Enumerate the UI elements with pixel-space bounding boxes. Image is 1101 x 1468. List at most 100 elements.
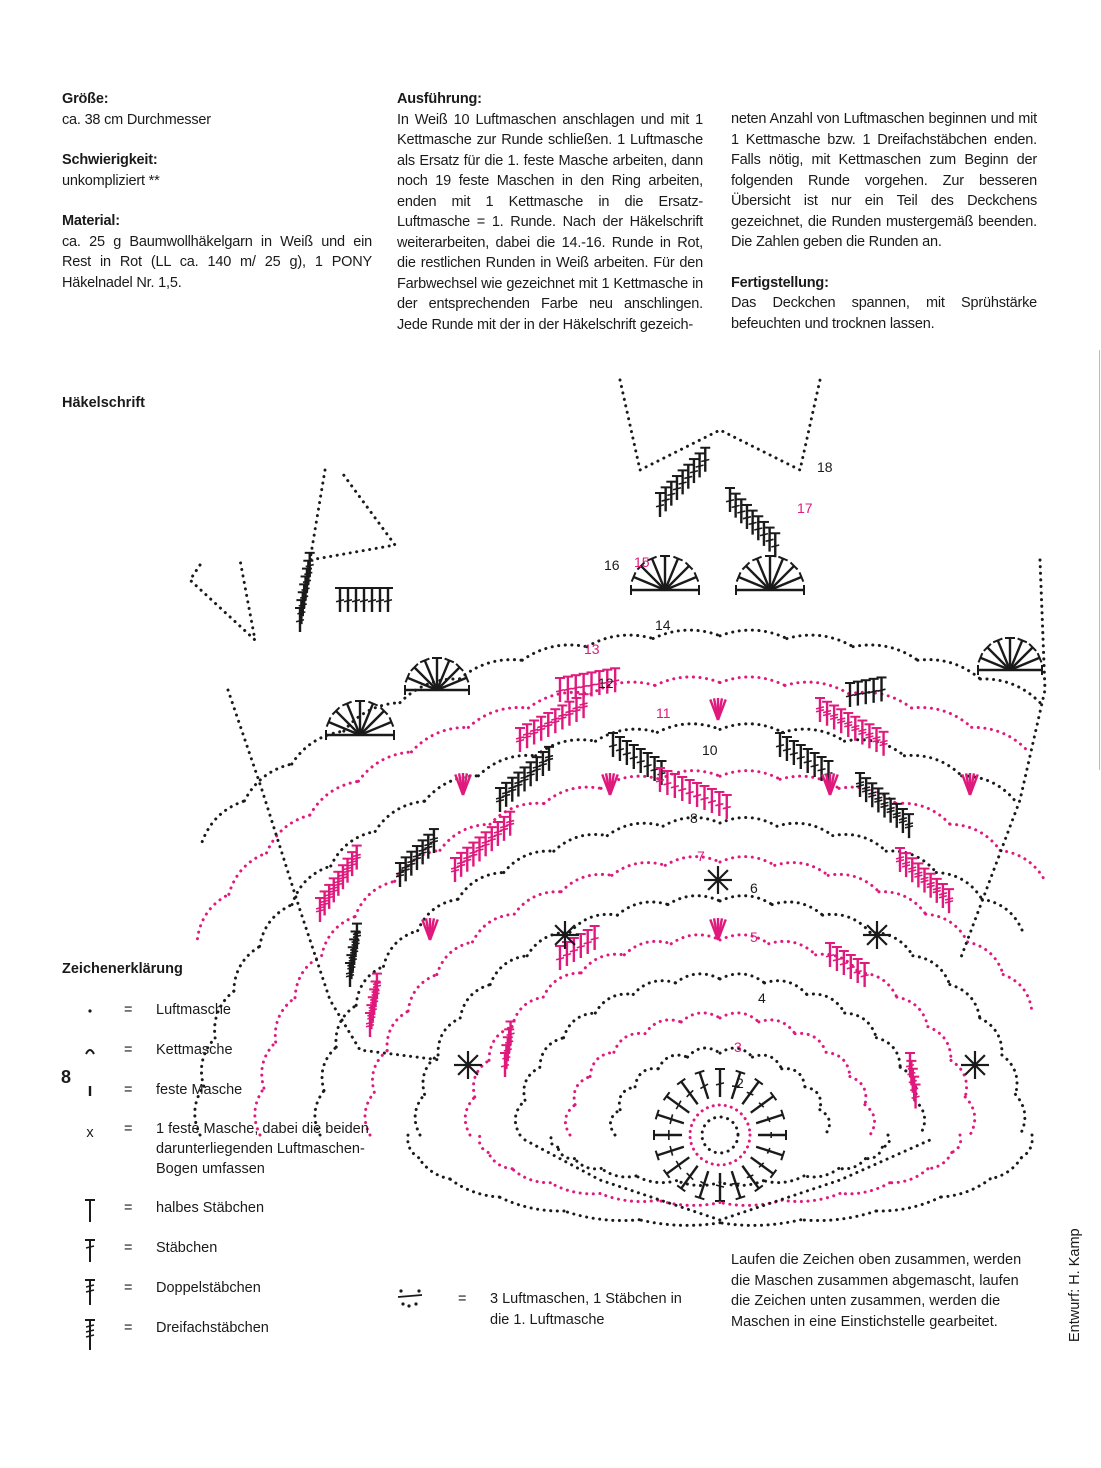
chain-loop <box>561 874 612 891</box>
chain-loop <box>759 1020 795 1034</box>
chain-loop <box>558 1147 575 1158</box>
chain-loop <box>769 941 816 954</box>
round-2-ring <box>690 1105 750 1165</box>
cluster-stitch <box>867 935 877 945</box>
chain-loop <box>777 823 833 835</box>
chain-loop <box>990 1158 1021 1179</box>
chain-loop <box>610 1110 620 1135</box>
stitch-bar <box>651 769 659 771</box>
round-number-label: 14 <box>655 617 671 633</box>
stitch-bar <box>573 710 581 712</box>
chain-loop <box>544 787 601 803</box>
stitch-bar <box>667 493 675 495</box>
stitch-bar <box>630 757 638 759</box>
chain-loop <box>913 956 950 985</box>
chain-loop <box>833 834 886 851</box>
chain-loop <box>554 834 607 851</box>
cluster-stitch <box>718 880 728 890</box>
stitch-bar <box>933 888 941 890</box>
chain-loop <box>720 771 780 780</box>
cluster-stitch <box>975 1055 985 1065</box>
chain-loop <box>775 863 828 876</box>
stitch-bar <box>715 804 723 806</box>
page-number: 8 <box>61 1067 71 1088</box>
chain-loop <box>551 1135 558 1147</box>
stitch-bar <box>862 790 870 792</box>
chain-loop <box>720 896 772 905</box>
stitch-bar <box>306 565 314 567</box>
stitch-bar <box>856 782 864 784</box>
chain-loop <box>950 985 980 1018</box>
stitch-bar <box>696 465 704 467</box>
outer-edge-right <box>960 560 1045 960</box>
stitch-bar <box>521 779 529 781</box>
chain-loop <box>450 1179 500 1197</box>
stitch-bar <box>544 725 552 727</box>
stitch-bar <box>516 740 524 742</box>
stitch-bar <box>909 1080 917 1082</box>
stitch-bar <box>830 717 838 719</box>
stitch-bar <box>880 744 888 746</box>
legend-item-tr: = Doppelstäbchen <box>76 1278 396 1302</box>
stitch-bar <box>797 757 805 759</box>
chain-loop <box>383 931 417 967</box>
stitch-bar <box>912 1096 920 1098</box>
chain-loop <box>574 1077 590 1105</box>
stitch-bar <box>330 890 338 892</box>
stitch-bar <box>690 471 698 473</box>
chain-loop <box>1000 850 1045 881</box>
chain-loop <box>1021 1135 1032 1158</box>
stitch <box>667 1157 690 1173</box>
chain-loop <box>614 1033 645 1052</box>
stitch-bar <box>905 826 913 828</box>
stitch-bar <box>737 511 745 513</box>
stitch <box>742 1082 758 1105</box>
stitch-bar <box>671 786 679 788</box>
chain-loop <box>675 974 720 983</box>
chain-loop <box>720 935 769 944</box>
legend-item-hdc: = halbes Stäbchen <box>76 1198 396 1222</box>
single-crochet-icon <box>76 1080 104 1106</box>
stitch-bar <box>346 972 354 974</box>
round-number-label: 2 <box>736 1075 744 1091</box>
slip-stitch-icon <box>76 1040 104 1066</box>
stitch-bar <box>407 861 415 863</box>
designer-credit: Entwurf: H. Kamp <box>1067 1228 1083 1342</box>
stitch-bar <box>360 600 368 602</box>
stitch-bar <box>558 717 566 719</box>
stitch-bar <box>570 950 578 952</box>
stitch-bar <box>693 795 701 797</box>
stitch-bar <box>339 877 347 879</box>
stitch-bar <box>896 857 904 859</box>
stitch-bar <box>523 736 531 738</box>
stitch-bar <box>325 894 333 896</box>
stitch-bar <box>776 745 784 747</box>
stitch-bar <box>556 690 564 692</box>
stitch-bar <box>830 714 838 716</box>
chain-loop <box>681 1013 720 1022</box>
chain-loop <box>425 776 479 801</box>
stitch-bar <box>790 753 798 755</box>
chain-loop <box>926 914 968 942</box>
stitch-bar <box>783 749 791 751</box>
stitch-bar <box>556 958 564 960</box>
chain-loop <box>617 902 668 915</box>
stitch-bar <box>716 1185 724 1187</box>
stitch-bar <box>413 858 421 860</box>
stitch-bar <box>457 865 465 867</box>
chain-loop <box>658 1200 720 1205</box>
stitch-bar <box>325 897 333 899</box>
stitch <box>751 1096 774 1112</box>
stitch-bar <box>874 800 882 802</box>
chain-loop <box>876 1197 941 1211</box>
stitch-bar <box>396 872 404 874</box>
chain-loop <box>202 801 244 842</box>
chain-loop <box>524 1067 540 1100</box>
round-number-label: 17 <box>797 500 813 516</box>
legend-item-x: x = 1 feste Masche, dabei die beiden dar… <box>76 1119 396 1183</box>
stitch-bar <box>873 740 881 742</box>
stitch-bar <box>523 733 531 735</box>
stitch-bar <box>565 713 573 715</box>
stitch-bar <box>844 725 852 727</box>
chain-loop <box>804 1168 839 1177</box>
